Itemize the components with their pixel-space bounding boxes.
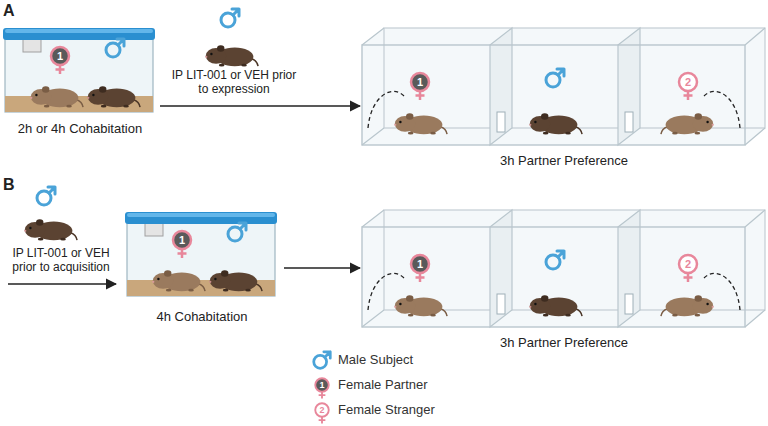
callout-number: 2 xyxy=(685,258,691,271)
callout-number: 2 xyxy=(685,76,691,89)
edge-label: IP LIT-001 or VEH prior to expression xyxy=(166,68,302,96)
node-caption: 2h or 4h Cohabitation xyxy=(18,121,142,136)
stage-node: 2h or 4h Cohabitation xyxy=(0,26,160,136)
node-caption: 3h Partner Preference xyxy=(500,335,628,350)
flow-arrow xyxy=(160,105,360,107)
callout-number: 1 xyxy=(179,234,185,247)
flow-arrow xyxy=(284,267,360,269)
legend-text: Female Stranger xyxy=(338,402,435,417)
node-caption: 4h Cohabitation xyxy=(156,309,247,324)
callout-number: 1 xyxy=(57,50,63,63)
legend-text: Male Subject xyxy=(338,352,413,367)
callout-number: 1 xyxy=(319,380,324,391)
legend-text: Female Partner xyxy=(338,377,428,392)
stage-node: 3h Partner Preference xyxy=(360,208,768,350)
panel-letter: B xyxy=(3,176,15,194)
callout-number: 1 xyxy=(417,76,423,89)
stage-node: 3h Partner Preference xyxy=(360,26,768,168)
node-caption: 3h Partner Preference xyxy=(500,153,628,168)
step-label: IP LIT-001 or VEH prior to acquisition xyxy=(2,246,120,274)
panel-letter: A xyxy=(3,2,15,20)
callout-number: 1 xyxy=(417,258,423,271)
callout-number: 2 xyxy=(319,405,324,416)
stage-node: 4h Cohabitation xyxy=(120,210,284,324)
